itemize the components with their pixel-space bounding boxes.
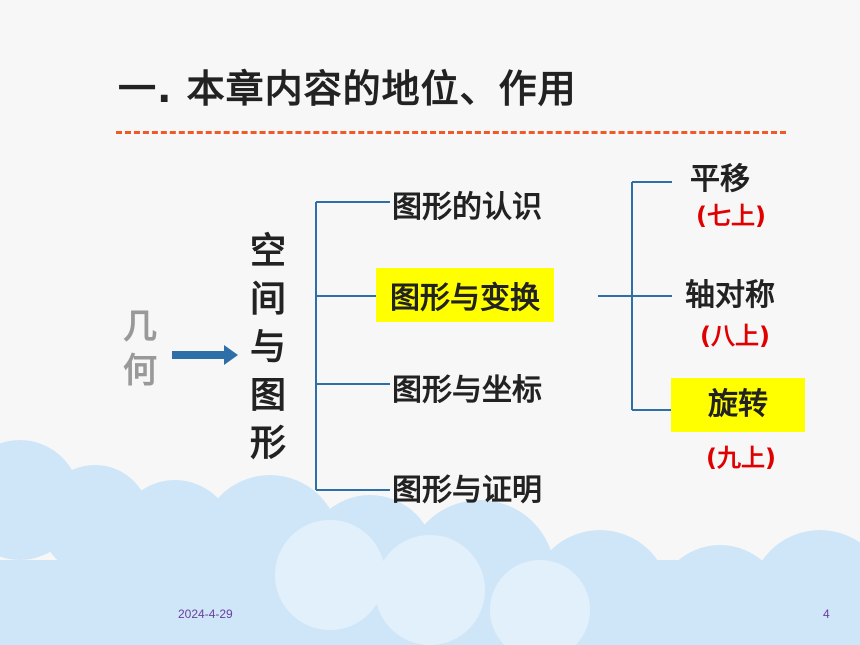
grade-label-translation: (七上) (696, 202, 766, 230)
transform-translation: 平移 (690, 162, 750, 197)
topic-shape-coordinates: 图形与坐标 (392, 373, 542, 408)
root-char: 几 (123, 307, 157, 347)
transform-bracket (598, 181, 672, 411)
branch-char: 与 (249, 327, 286, 368)
transform-rotation: 旋转 (671, 378, 805, 432)
branch-char: 间 (249, 279, 286, 320)
footer-date: 2024-4-29 (178, 607, 233, 621)
branch-char: 图 (249, 375, 286, 416)
root-char: 何 (123, 351, 157, 391)
arrow-right-icon (172, 345, 238, 365)
grade-label-rotation: (九上) (706, 444, 776, 472)
slide-title: 一. 本章内容的地位、作用 (118, 67, 577, 111)
grade-label-reflection: (八上) (700, 322, 770, 350)
branch-node-space-and-shape: 空 间 与 图 形 (245, 228, 291, 468)
branch-char: 空 (249, 231, 286, 272)
page-number: 4 (823, 607, 830, 621)
topic-shape-proof: 图形与证明 (392, 473, 542, 508)
root-node-geometry: 几 何 (120, 305, 160, 393)
topic-shape-transformation: 图形与变换 (376, 268, 554, 322)
topic-shape-recognition: 图形的认识 (392, 190, 542, 225)
topic-bracket (315, 201, 390, 491)
branch-char: 形 (249, 423, 286, 464)
title-divider (116, 131, 786, 134)
transform-reflection: 轴对称 (685, 278, 775, 313)
